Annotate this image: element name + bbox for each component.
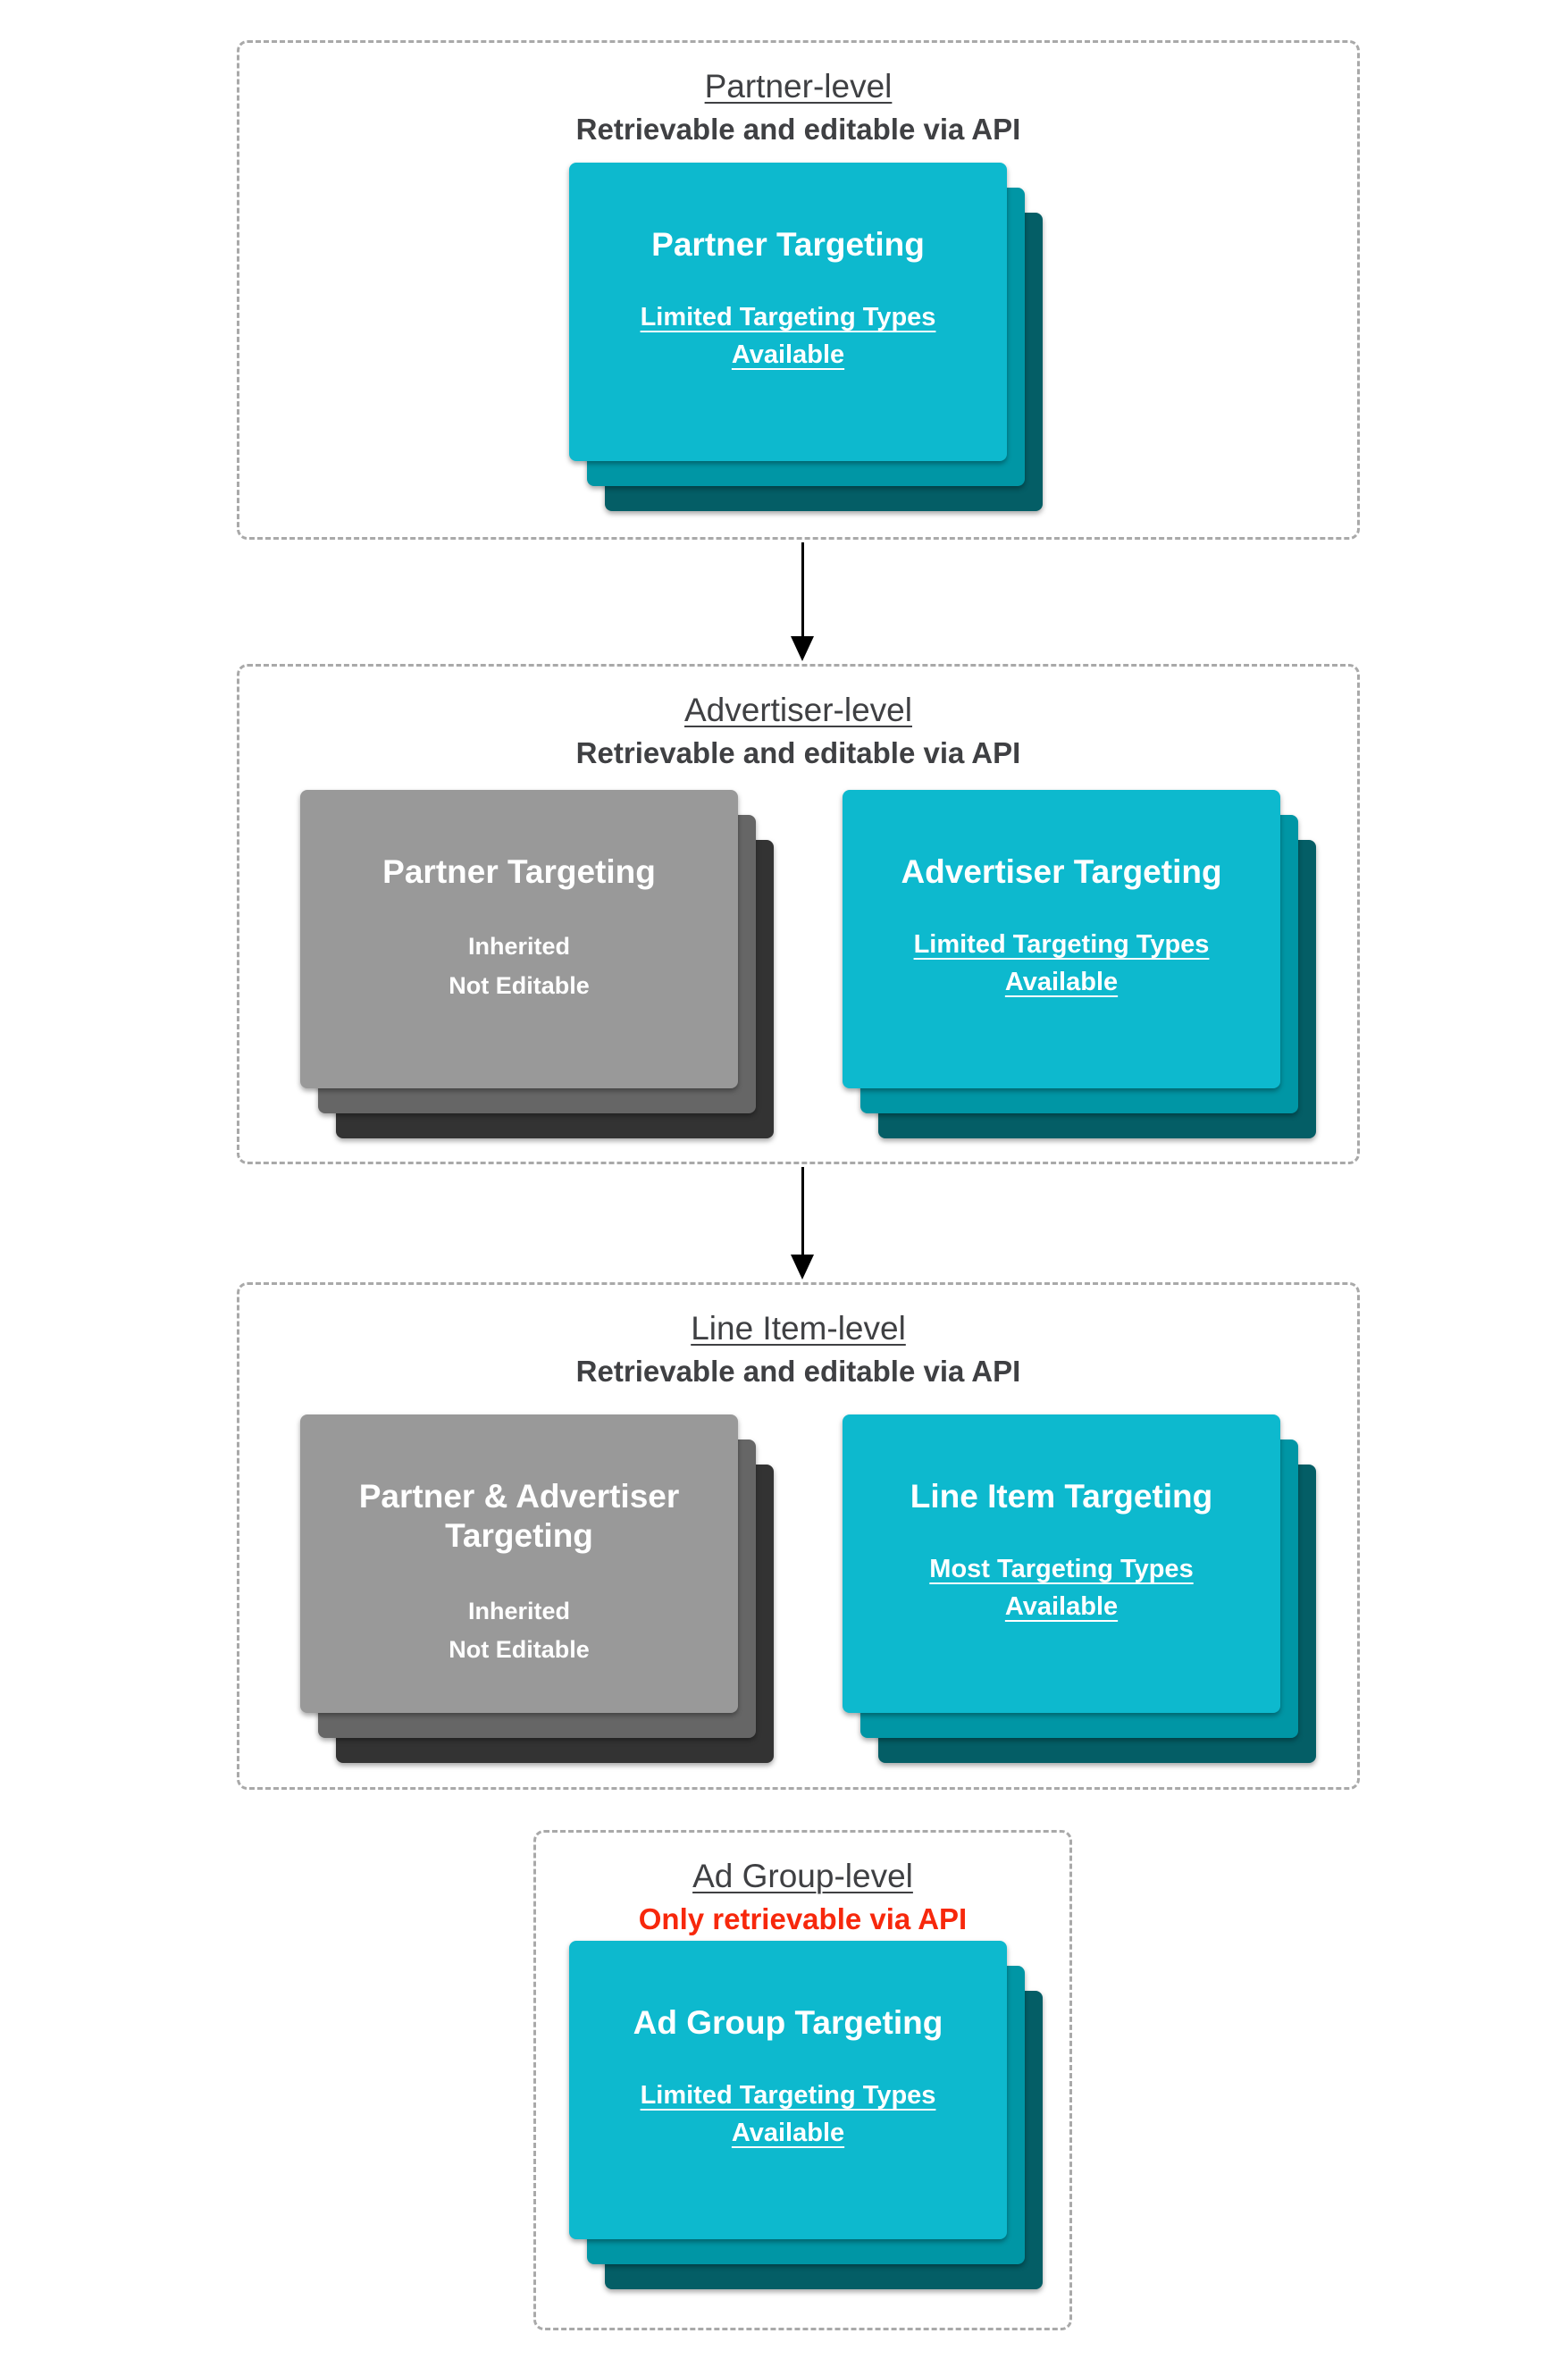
card-note-line: Inherited: [467, 1597, 570, 1624]
card-note-line: Not Editable: [449, 1635, 590, 1663]
section-line-item-level: Line Item-level Retrievable and editable…: [237, 1282, 1360, 1790]
card-advertiser-targeting: Advertiser Targeting Limited Targeting T…: [843, 790, 1280, 1088]
card-subtitle: Limited Targeting Types Available: [640, 2081, 936, 2148]
section-header: Ad Group-level Only retrievable via API: [536, 1833, 1069, 1939]
card-subtitle: Most Targeting Types Available: [929, 1555, 1194, 1622]
card-stack-partner-advertiser-targeting: Partner & Advertiser Targeting Inherited…: [300, 1414, 774, 1763]
arrow-line: [801, 1167, 804, 1255]
flow-arrow-down-2: [791, 1167, 814, 1280]
level-title: Partner-level: [704, 68, 893, 105]
card-ad-group-targeting: Ad Group Targeting Limited Targeting Typ…: [569, 1941, 1007, 2239]
card-note: Inherited Not Editable: [449, 927, 590, 1004]
section-header: Advertiser-level Retrievable and editabl…: [239, 667, 1357, 773]
availability-note: Retrievable and editable via API: [575, 736, 1021, 770]
card-title: Advertiser Targeting: [901, 853, 1222, 890]
level-title: Ad Group-level: [692, 1858, 913, 1894]
availability-note: Retrievable and editable via API: [575, 1355, 1021, 1389]
card-partner-advertiser-targeting: Partner & Advertiser Targeting Inherited…: [300, 1414, 738, 1713]
section-advertiser-level: Advertiser-level Retrievable and editabl…: [237, 664, 1360, 1164]
card-partner-targeting: Partner Targeting Limited Targeting Type…: [569, 163, 1007, 461]
level-title: Line Item-level: [691, 1310, 906, 1347]
card-stack-advertiser-targeting: Advertiser Targeting Limited Targeting T…: [843, 790, 1316, 1138]
card-title: Partner Targeting: [382, 853, 656, 890]
card-note-line: Not Editable: [449, 971, 590, 999]
card-title: Line Item Targeting: [910, 1478, 1213, 1515]
card-title: Partner & Advertiser Targeting: [358, 1478, 680, 1555]
availability-note: Retrievable and editable via API: [575, 113, 1021, 147]
card-subtitle: Limited Targeting Types Available: [913, 930, 1210, 997]
section-header: Partner-level Retrievable and editable v…: [239, 43, 1357, 149]
card-title: Partner Targeting: [651, 226, 925, 263]
card-subtitle: Limited Targeting Types Available: [640, 303, 936, 370]
section-ad-group-level: Ad Group-level Only retrievable via API …: [533, 1830, 1072, 2330]
card-note: Inherited Not Editable: [449, 1592, 590, 1669]
arrow-head-icon: [791, 636, 814, 661]
card-note-line: Inherited: [467, 933, 570, 961]
arrow-line: [801, 542, 804, 636]
arrow-head-icon: [791, 1255, 814, 1280]
card-stack-ad-group-targeting: Ad Group Targeting Limited Targeting Typ…: [569, 1941, 1043, 2289]
section-partner-level: Partner-level Retrievable and editable v…: [237, 40, 1360, 540]
card-line-item-targeting: Line Item Targeting Most Targeting Types…: [843, 1414, 1280, 1713]
card-partner-targeting-inherited: Partner Targeting Inherited Not Editable: [300, 790, 738, 1088]
card-stack-partner-targeting-inherited: Partner Targeting Inherited Not Editable: [300, 790, 774, 1138]
card-stack-line-item-targeting: Line Item Targeting Most Targeting Types…: [843, 1414, 1316, 1763]
availability-note-red: Only retrievable via API: [638, 1902, 968, 1936]
card-stack-partner-targeting: Partner Targeting Limited Targeting Type…: [569, 163, 1043, 511]
section-header: Line Item-level Retrievable and editable…: [239, 1285, 1357, 1391]
level-title: Advertiser-level: [684, 692, 912, 728]
card-title: Ad Group Targeting: [633, 2004, 943, 2041]
flow-arrow-down-1: [791, 542, 814, 661]
